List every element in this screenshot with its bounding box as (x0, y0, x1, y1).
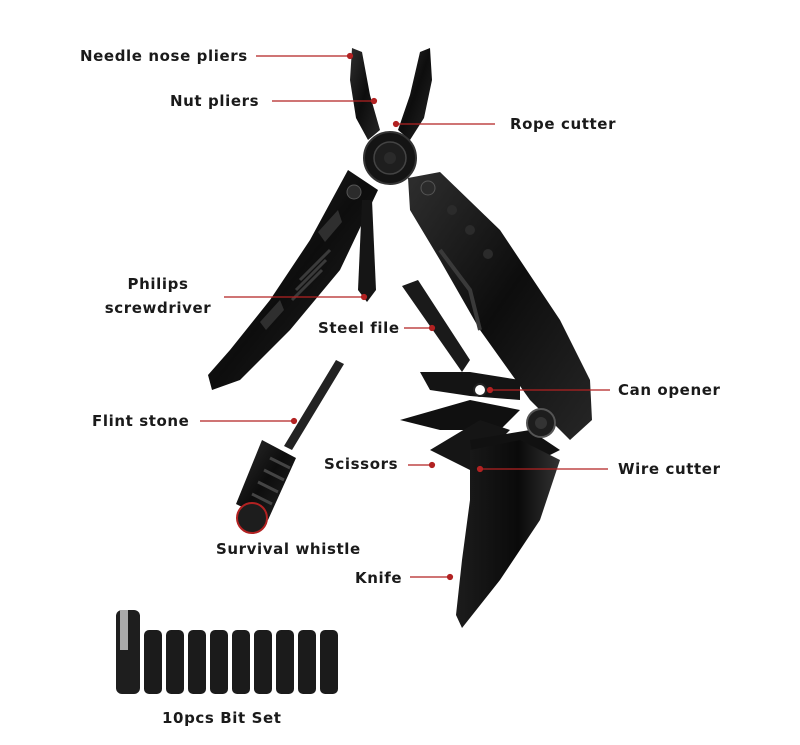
label-flint-stone: Flint stone (92, 412, 190, 430)
label-can-opener: Can opener (618, 381, 721, 399)
label-knife: Knife (355, 569, 403, 587)
philips-screwdriver-tool (358, 200, 376, 302)
label-steel-file: Steel file (318, 319, 400, 337)
label-needle-nose-pliers: Needle nose pliers (80, 47, 248, 65)
label-bit-set: 10pcs Bit Set (162, 709, 282, 727)
label-philips-screwdriver: Philips screwdriver (98, 275, 218, 317)
label-scissors: Scissors (324, 455, 399, 473)
label-philips-line1: Philips (127, 275, 189, 293)
plier-jaws (350, 48, 432, 185)
label-survival-whistle: Survival whistle (216, 540, 361, 558)
label-rope-cutter: Rope cutter (510, 115, 617, 133)
leader-lines (200, 52, 610, 581)
knife-blade (456, 440, 560, 628)
steel-file-tool (402, 280, 470, 372)
right-handle (408, 172, 592, 440)
label-wire-cutter: Wire cutter (618, 460, 721, 478)
label-philips-line2: screwdriver (104, 299, 212, 317)
label-nut-pliers: Nut pliers (170, 92, 260, 110)
flint-whistle (236, 360, 344, 534)
bit-set (116, 610, 338, 694)
left-handle (208, 170, 378, 390)
